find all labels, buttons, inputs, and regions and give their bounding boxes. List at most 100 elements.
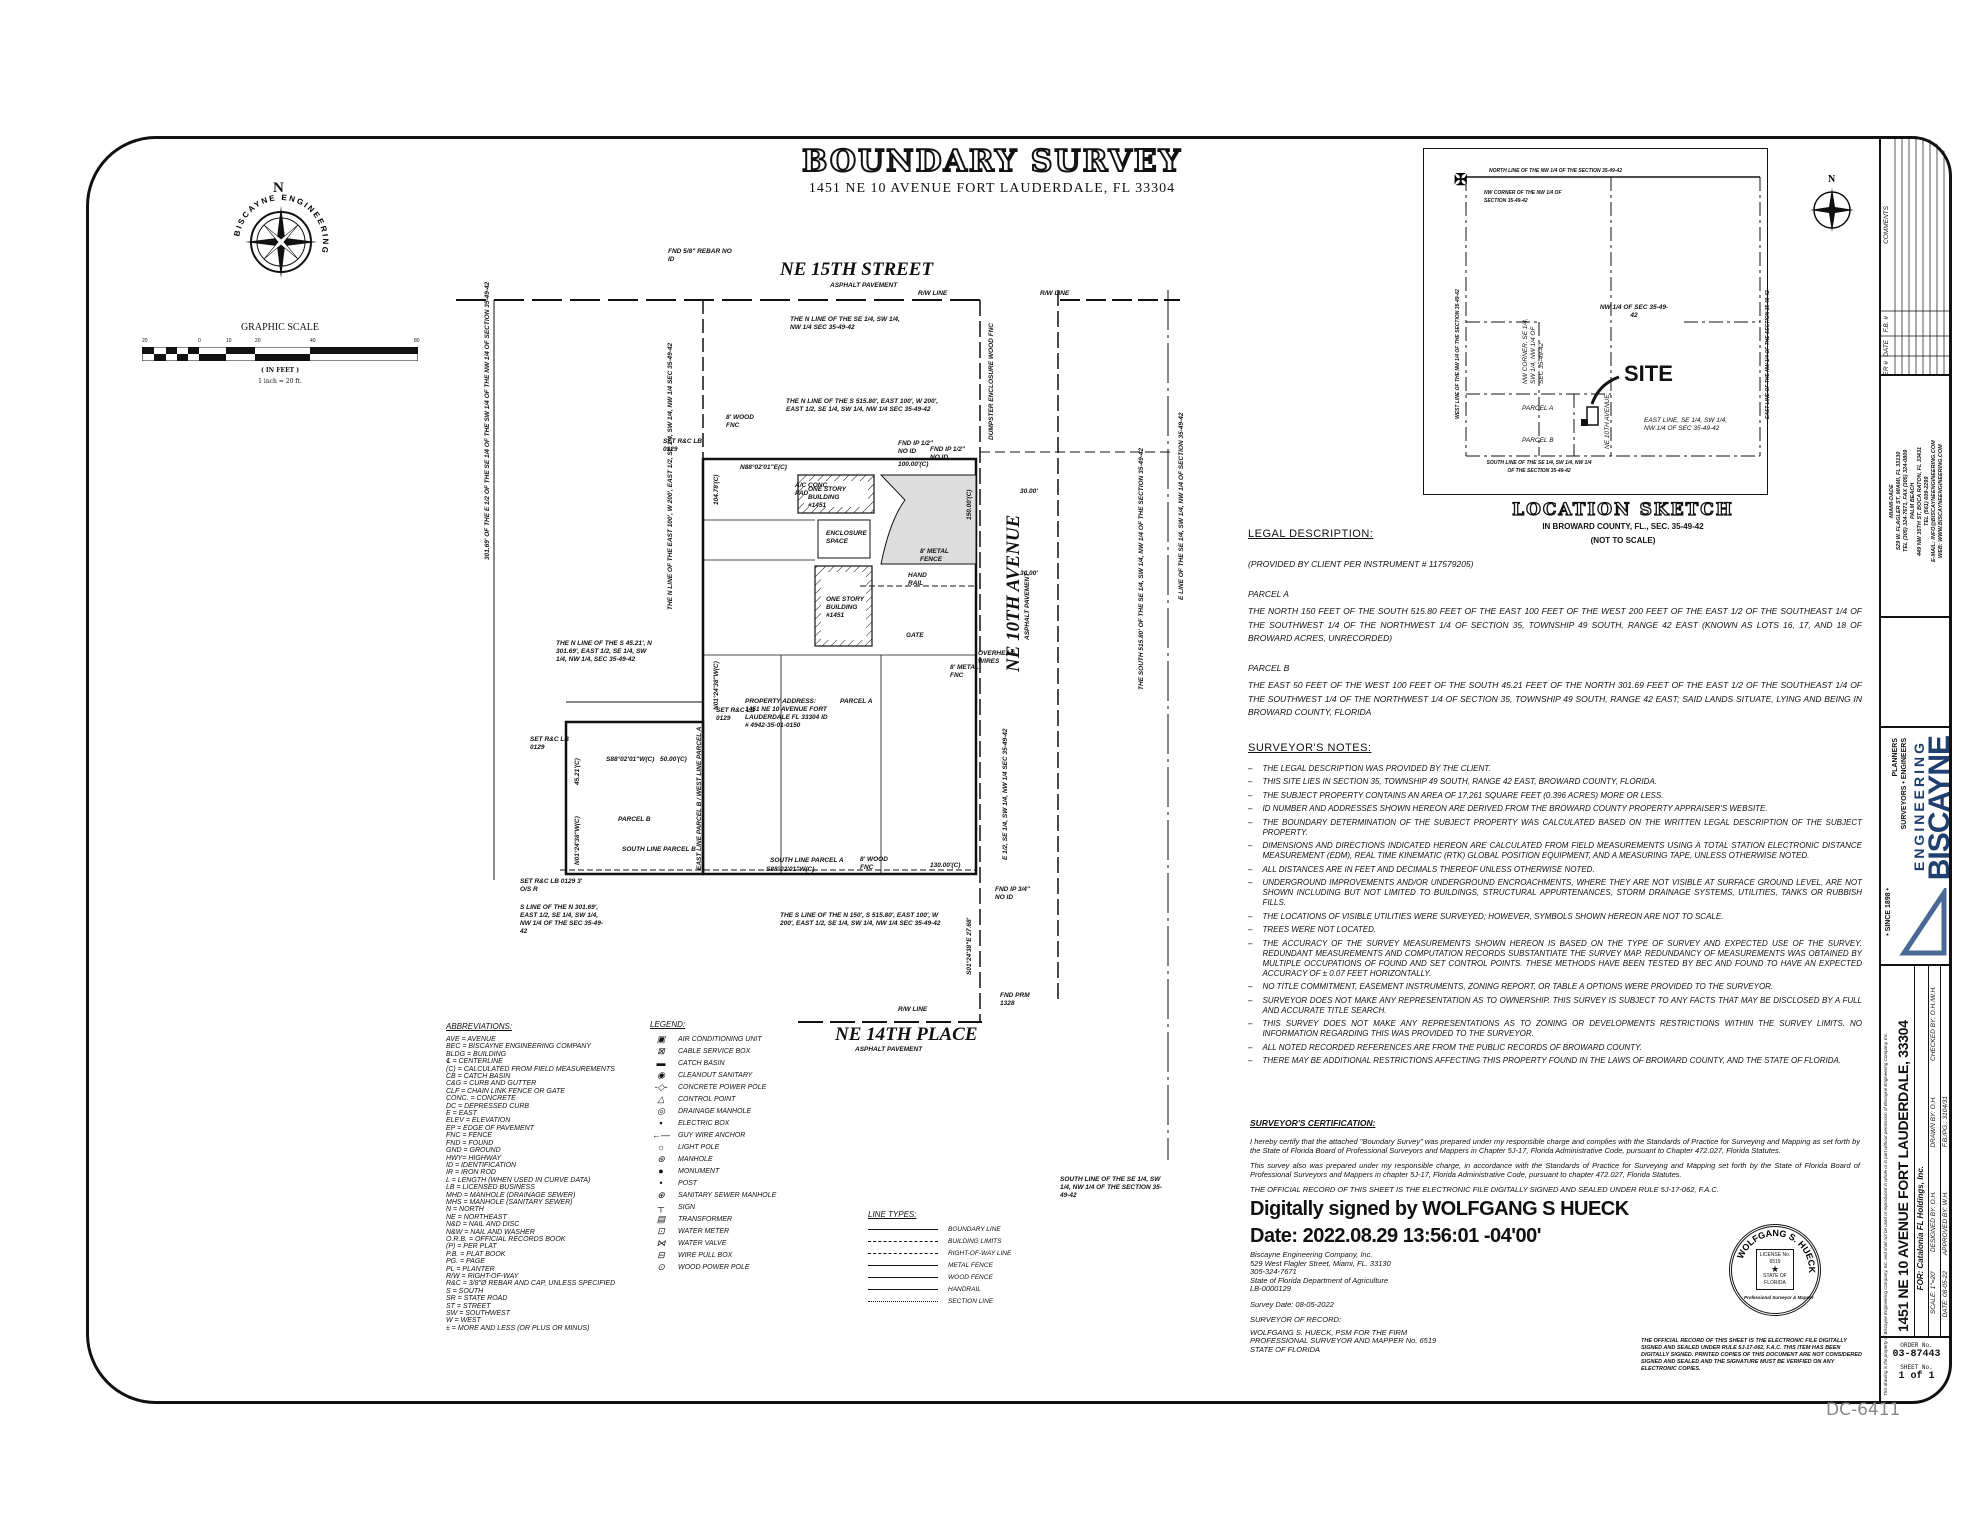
legend-label: CONCRETE POWER POLE [678, 1083, 767, 1091]
sign-icon: ┬ [657, 1202, 665, 1212]
abbreviation-item: MHS = MANHOLE (SANITARY SEWER) [446, 1198, 573, 1206]
plan-label: HAND RAIL [908, 572, 927, 587]
west-line-label: WEST LINE OF THE NW 1/4 OF THE SECTION 3… [1455, 289, 1461, 419]
project-address: 1451 NE 10 AVENUE FORT LAUDERDALE, 33304 [1895, 1020, 1911, 1332]
plan-vertical-label: 104.78'(C) [713, 474, 720, 505]
plan-vertical-label: THE SOUTH 515.80' OF THE SE 1/4, SW 1/4,… [1138, 447, 1145, 690]
address-line: 529 W. FLAGLER ST, MIAMI, FL 33130 [1896, 451, 1902, 551]
street-surface-north: ASPHALT PAVEMENT [830, 282, 898, 289]
street-surface-east: ASPHALT PAVEMENT [1024, 572, 1031, 640]
order-label: ORDER No. [1900, 1342, 1933, 1349]
parcel-a-title: PARCEL A [1248, 588, 1289, 599]
note-bullet: – [1248, 841, 1253, 850]
note-item: –SURVEYOR DOES NOT MAKE ANY REPRESENTATI… [1248, 996, 1862, 1016]
legend-item: ◉CLEANOUT SANITARY [650, 1069, 776, 1081]
abbreviation-item: ℄ = CENTERLINE [446, 1058, 503, 1066]
note-bullet: – [1248, 982, 1253, 991]
quarter-section-label: NW 1/4 OF SEC 35-49-42 [1599, 304, 1669, 319]
wire-pull-box-icon: ⊟ [657, 1249, 665, 1260]
abbreviation-item: CB = CATCH BASIN [446, 1073, 511, 1081]
abbreviation-item: N&D = NAIL AND DISC [446, 1221, 520, 1229]
order-sheet-box: ORDER No. 03-87443 SHEET No. 1 of 1 [1881, 1336, 1952, 1402]
street-name-east: NE 10TH AVENUE [1003, 514, 1024, 672]
rev-header-fb: F.B. # [1883, 316, 1890, 333]
note-text: UNDERGROUND IMPROVEMENTS AND/OR UNDERGRO… [1262, 878, 1862, 907]
plan-label: SOUTH LINE OF THE SE 1/4, SW 1/4, NW 1/4… [1060, 1176, 1162, 1199]
abbreviation-item: (P) = PER PLAT [446, 1243, 497, 1251]
legend-item: ⊙WOOD POWER POLE [650, 1261, 776, 1273]
scale-tick-label: 80 [414, 338, 420, 344]
abbreviation-item: NE = NORTHEAST [446, 1213, 507, 1221]
plan-label: S LINE OF THE N 301.69', EAST 1/2, SE 1/… [520, 904, 604, 935]
line-type-label: WOOD FENCE [948, 1273, 993, 1281]
legend-item: ⊕SANITARY SEWER MANHOLE [650, 1189, 776, 1201]
legend-label: DRAINAGE MANHOLE [678, 1107, 752, 1115]
abbreviation-item: N = NORTH [446, 1206, 484, 1214]
post-icon: • [659, 1178, 663, 1188]
plan-label: 8' METAL FNC [950, 664, 979, 679]
address-line: TEL (561) 609-2299 [1924, 476, 1930, 526]
plan-vertical-label: THE N LINE OF THE EAST 100', W 200', EAS… [667, 342, 674, 610]
digital-signature: Digitally signed by WOLFGANG S HUECK [1250, 1198, 1629, 1220]
plan-label: 100.00'(C) [898, 461, 929, 468]
abbreviation-item: L = LENGTH (WHEN USED IN CURVE DATA) [446, 1176, 591, 1184]
abbreviation-item: BEC = BISCAYNE ENGINEERING COMPANY [446, 1043, 592, 1051]
legend-label: MONUMENT [678, 1167, 720, 1175]
location-sketch: ✠ SITE NW 1/4 OF SEC 35-49-42 PARCEL A P… [1423, 148, 1771, 495]
company-line: LB-0000129 [1250, 1284, 1291, 1293]
nw-corner-section-label: NW CORNER OF THE NW 1/4 OF SECTION 35-49… [1484, 190, 1562, 204]
abbreviation-item: N&W = NAIL AND WASHER [446, 1228, 535, 1236]
scale-bar [142, 347, 418, 361]
wood-line-sample [868, 1276, 938, 1278]
location-sketch-note: (NOT TO SCALE) [1590, 536, 1656, 545]
note-bullet: – [1248, 1042, 1253, 1052]
scale-ratio: 1 inch = 20 ft. [258, 378, 302, 385]
plan-vertical-label: 150.00'(C) [966, 489, 973, 520]
surveyor-line: WOLFGANG S. HUECK, PSM FOR THE FIRM [1250, 1327, 1408, 1337]
graphic-scale-title: GRAPHIC SCALE [240, 322, 320, 333]
note-bullet: – [1248, 911, 1253, 921]
plan-label: FND IP 1/2" NO ID [930, 446, 965, 461]
parcel-a-description: THE NORTH 150 FEET OF THE SOUTH 515.80 F… [1248, 606, 1862, 643]
legend-label: TRANSFORMER [678, 1215, 733, 1223]
surveyor-seal: WOLFGANG S. HUECK LICENSE No. 6519 ★ STA… [1729, 1224, 1821, 1316]
location-compass-icon: N [1810, 174, 1854, 232]
ac-unit-icon: ▣ [656, 1033, 666, 1044]
sanitary-manhole-icon: ⊕ [657, 1189, 665, 1200]
plan-label: FND IP 3/4" NO ID [995, 886, 1030, 901]
note-text: THE ACCURACY OF THE SURVEY MEASUREMENTS … [1262, 938, 1862, 978]
wood-pole-icon: ⊙ [657, 1261, 665, 1272]
svg-text:✠: ✠ [1454, 172, 1467, 189]
note-item: –THE LOCATIONS OF VISIBLE UTILITIES WERE… [1248, 912, 1862, 922]
plan-label: FND 5/8" REBAR NO ID [668, 248, 732, 263]
north-arrow-compass: N BISCAYNE ENGINEERING [231, 180, 331, 290]
note-text: THE SUBJECT PROPERTY CONTAINS AN AREA OF… [1262, 790, 1664, 800]
line-type-label: METAL FENCE [948, 1261, 993, 1269]
scale-tick-label: 20 [255, 338, 261, 344]
line-type-item: RIGHT-OF-WAY LINE [868, 1247, 1011, 1259]
plan-label: SET R&C LB 0129 [530, 736, 569, 751]
transformer-icon: ▤ [656, 1213, 666, 1224]
note-text: THIS SITE LIES IN SECTION 35, TOWNSHIP 4… [1262, 777, 1657, 786]
abbreviation-item: O.R.B. = OFFICIAL RECORDS BOOK [446, 1235, 566, 1243]
logo-tag: SURVEYORS • ENGINEERS [1901, 738, 1908, 830]
client-name: FOR: Catalonia FL Holdings, Inc. [1916, 1166, 1925, 1291]
note-item: –ALL DISTANCES ARE IN FEET AND DECIMALS … [1248, 865, 1862, 875]
legend-item: ⊠CABLE SERVICE BOX [650, 1045, 776, 1057]
plan-label: A/C CONC. PAD [795, 482, 829, 497]
abbreviations-heading: ABBREVIATIONS: [446, 1022, 513, 1031]
legend-item: △CONTROL POINT [650, 1093, 776, 1105]
note-bullet: – [1248, 763, 1253, 773]
note-item: –THE SUBJECT PROPERTY CONTAINS AN AREA O… [1248, 791, 1862, 801]
note-bullet: – [1248, 790, 1253, 800]
concrete-pole-icon: -◇- [654, 1081, 668, 1092]
legend-label: ELECTRIC BOX [678, 1119, 730, 1127]
drawn-by-field: DRAWN BY: O.H. [1930, 1096, 1937, 1148]
line-type-label: BOUNDARY LINE [948, 1225, 1001, 1233]
note-bullet: – [1248, 864, 1253, 874]
plan-vertical-label: E LINE OF THE SE 1/4, SW 1/4, NW 1/4 OF … [1178, 412, 1185, 600]
legend-item: ⊡WATER METER [650, 1225, 776, 1237]
note-bullet: – [1248, 938, 1253, 948]
